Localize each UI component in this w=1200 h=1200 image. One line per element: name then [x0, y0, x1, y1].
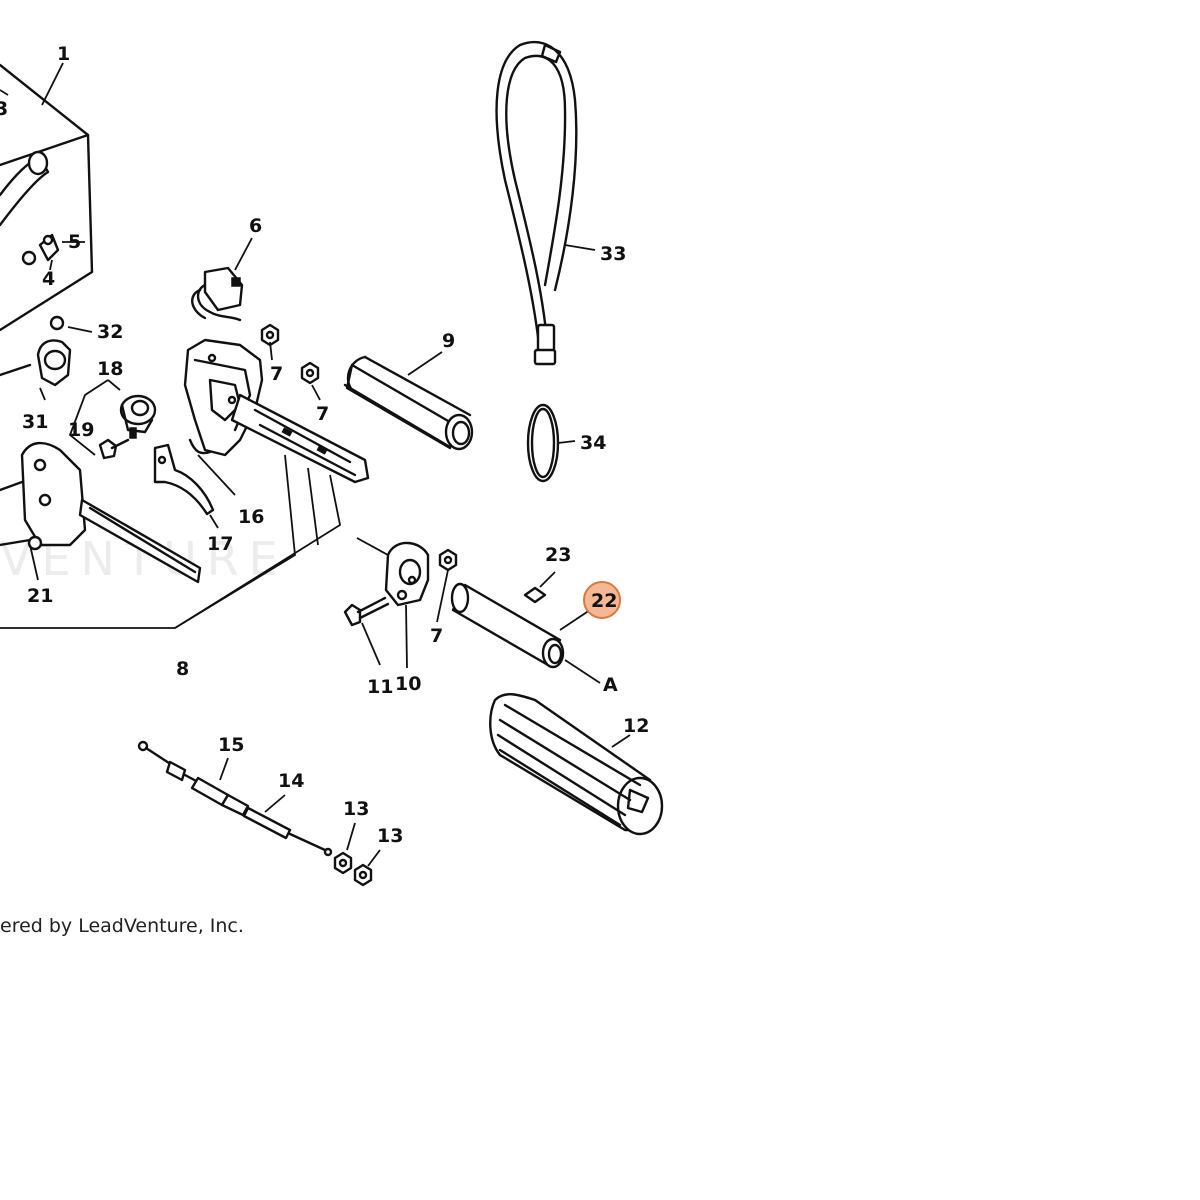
label-9[interactable]: 9 — [442, 330, 455, 352]
label-13-a[interactable]: 13 — [343, 798, 369, 820]
clamp-part — [119, 394, 157, 439]
label-22[interactable]: 22 — [591, 590, 617, 612]
label-16[interactable]: 16 — [238, 506, 264, 528]
label-4[interactable]: 4 — [42, 268, 55, 290]
highlight-marker[interactable] — [583, 581, 621, 619]
foam-tube-part — [343, 355, 474, 451]
handle-grip-part — [489, 693, 664, 836]
clip-part — [188, 438, 212, 455]
label-12[interactable]: 12 — [623, 715, 649, 737]
label-13-b[interactable]: 13 — [377, 825, 403, 847]
throttle-tube-part — [450, 582, 565, 669]
throttle-housing-part — [0, 441, 202, 584]
strap-part — [495, 40, 578, 366]
label-31[interactable]: 31 — [22, 411, 48, 433]
label-23[interactable]: 23 — [545, 544, 571, 566]
handle-clamp-part — [384, 541, 430, 607]
label-19[interactable]: 19 — [68, 419, 94, 441]
label-10[interactable]: 10 — [395, 673, 421, 695]
label-a: A — [603, 674, 618, 696]
bolt-11-part — [343, 596, 390, 627]
label-3[interactable]: 3 — [0, 98, 8, 120]
label-21[interactable]: 21 — [27, 585, 53, 607]
copyright-text: ered by LeadVenture, Inc. — [0, 915, 244, 937]
engine-housing-part — [0, 63, 94, 332]
label-15[interactable]: 15 — [218, 734, 244, 756]
label-7-b[interactable]: 7 — [316, 403, 329, 425]
nut-13-part — [333, 851, 373, 887]
label-32[interactable]: 32 — [97, 321, 123, 343]
label-7-c[interactable]: 7 — [430, 625, 443, 647]
label-17[interactable]: 17 — [207, 533, 233, 555]
clamp-31-part — [0, 315, 72, 387]
label-8[interactable]: 8 — [176, 658, 189, 680]
control-handle-part — [183, 338, 370, 484]
label-6[interactable]: 6 — [249, 215, 262, 237]
label-34[interactable]: 34 — [580, 432, 606, 454]
key-part — [523, 586, 547, 604]
label-33[interactable]: 33 — [600, 243, 626, 265]
trigger-part — [153, 443, 215, 516]
label-1[interactable]: 1 — [57, 43, 70, 65]
label-11[interactable]: 11 — [367, 676, 393, 698]
throttle-cable-part — [137, 740, 333, 857]
label-18[interactable]: 18 — [97, 358, 123, 380]
label-7-a[interactable]: 7 — [270, 363, 283, 385]
switch-part — [191, 266, 244, 322]
label-5[interactable]: 5 — [68, 231, 81, 253]
bolt-part — [98, 438, 130, 460]
nut-part — [260, 323, 458, 572]
label-14[interactable]: 14 — [278, 770, 304, 792]
